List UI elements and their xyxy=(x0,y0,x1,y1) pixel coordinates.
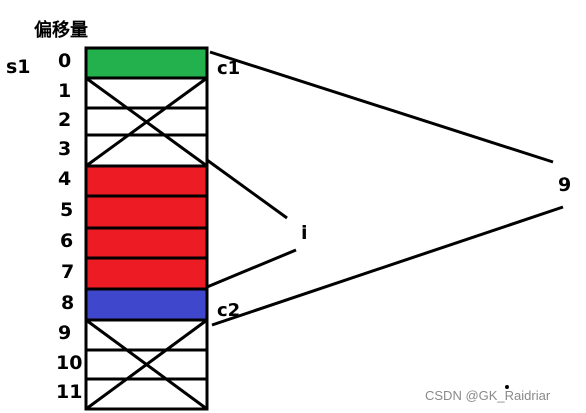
i-label: i xyxy=(301,222,308,244)
watermark: CSDN @GK_Raidriar xyxy=(425,388,551,403)
offset-label-2: 2 xyxy=(58,109,72,131)
memory-cell-6 xyxy=(84,226,209,260)
memory-cell-5 xyxy=(84,194,209,230)
c1-label: c1 xyxy=(217,58,241,79)
array-name-label: s1 xyxy=(6,56,31,78)
memory-cell-7 xyxy=(84,256,209,291)
offset-label-1: 1 xyxy=(58,80,72,102)
row7-to-i-line xyxy=(206,248,297,289)
offset-label-6: 6 xyxy=(60,230,74,252)
nine-label: 9 xyxy=(558,174,572,196)
memory-cell-0 xyxy=(84,46,209,80)
offset-label-3: 3 xyxy=(58,138,72,160)
c2-to-9-line xyxy=(211,205,564,327)
memory-cell-8 xyxy=(84,287,209,322)
memory-cell-3 xyxy=(84,133,209,168)
offset-label-10: 10 xyxy=(56,352,83,374)
offset-label-5: 5 xyxy=(60,199,74,221)
cross-out-line xyxy=(85,318,208,411)
offset-label-9: 9 xyxy=(58,322,72,344)
offset-label-4: 4 xyxy=(58,168,72,190)
cross-out-line xyxy=(85,76,208,168)
c1-to-9-line xyxy=(209,50,554,164)
memory-cell-4 xyxy=(84,164,209,198)
row3-to-i-line xyxy=(206,158,288,220)
offset-label-8: 8 xyxy=(61,292,75,314)
pointer-lines xyxy=(206,50,564,327)
offset-title: 偏移量 xyxy=(34,20,88,41)
stray-dot xyxy=(505,385,509,389)
offset-label-7: 7 xyxy=(61,261,75,283)
c2-label: c2 xyxy=(217,300,241,321)
offset-label-0: 0 xyxy=(58,50,72,72)
offset-label-11: 11 xyxy=(56,381,83,403)
